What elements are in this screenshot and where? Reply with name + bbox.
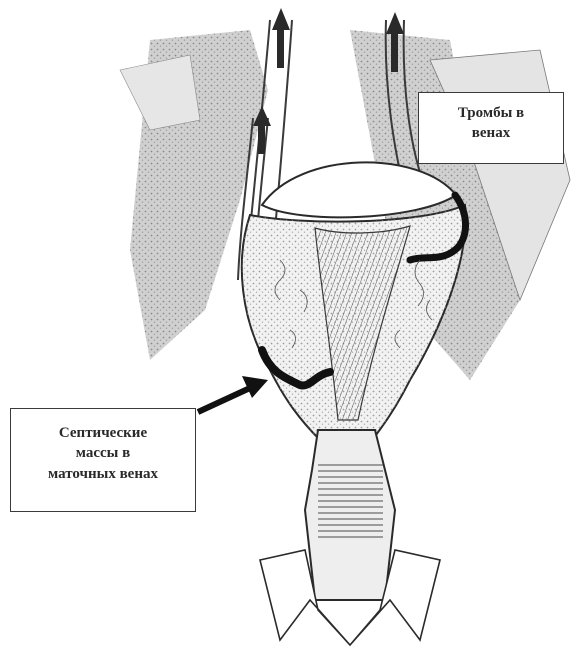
callout-septic-line-3: маточных венах [11, 464, 195, 484]
pointer-arrow [198, 376, 268, 412]
vaginal-rugae [318, 460, 383, 540]
callout-septic-line-1: Септические [11, 423, 195, 443]
callout-septic-line-2: массы в [11, 443, 195, 463]
callout-thrombi-in-veins: Тромбы в венах [418, 92, 564, 164]
callout-thrombi-line-1: Тромбы в [419, 103, 563, 123]
callout-septic-masses: Септические массы в маточных венах [10, 408, 196, 512]
callout-thrombi-line-2: венах [419, 123, 563, 143]
